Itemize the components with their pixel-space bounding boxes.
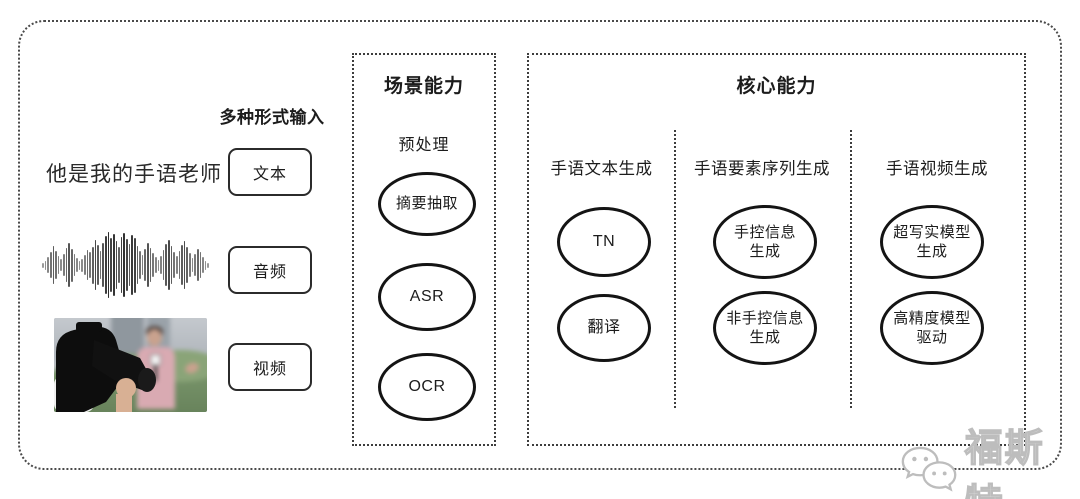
node-label: 高精度模型: [893, 309, 971, 327]
node-label: 生成: [749, 243, 781, 260]
input-type-label: 文本: [252, 166, 287, 183]
column-header-element-sequence-generation: 手语要素序列生成: [694, 160, 830, 178]
watermark-brand-text: 福斯特: [964, 427, 1045, 499]
node-hyperrealistic-model-generation: 超写实模型 生成: [880, 205, 984, 279]
camera-silhouette-icon: [54, 322, 156, 412]
node-manual-info-generation: 手控信息 生成: [713, 205, 817, 279]
node-label: TN: [592, 232, 616, 250]
node-label: 生成: [916, 243, 948, 260]
node-label: 翻译: [587, 318, 621, 336]
core-capability-box: 核心能力 手语文本生成 手语要素序列生成 手语视频生成 TN 翻译 手控信息 生…: [527, 53, 1026, 446]
node-translation: 翻译: [557, 294, 651, 362]
input-section-label: 多种形式输入: [219, 108, 325, 127]
node-asr: ASR: [378, 263, 476, 331]
audio-waveform-icon: [42, 230, 210, 300]
video-frame-image: [54, 318, 207, 412]
node-label: 摘要抽取: [395, 195, 458, 213]
core-box-title: 核心能力: [736, 76, 817, 97]
wechat-chat-bubbles-icon: [901, 446, 957, 492]
column-header-text-generation: 手语文本生成: [550, 160, 653, 178]
node-high-precision-model-driving: 高精度模型 驱动: [880, 291, 984, 365]
input-type-box-text: 文本: [228, 148, 312, 196]
node-label: 非手控信息: [726, 309, 804, 327]
node-tn: TN: [557, 207, 651, 277]
input-type-label: 音频: [252, 264, 287, 281]
sample-sentence-text: 他是我的手语老师: [46, 163, 222, 186]
input-type-label: 视频: [252, 361, 287, 378]
node-label: 驱动: [916, 329, 948, 346]
node-label: 超写实模型: [893, 223, 971, 241]
node-label: 生成: [749, 329, 781, 346]
node-non-manual-info-generation: 非手控信息 生成: [713, 291, 817, 365]
column-divider: [674, 130, 676, 408]
column-divider: [850, 130, 852, 408]
node-label: OCR: [408, 377, 446, 395]
outer-dotted-frame: [18, 20, 1062, 470]
column-header-video-generation: 手语视频生成: [886, 160, 988, 178]
node-label: ASR: [409, 287, 445, 305]
scene-capability-box: 场景能力 预处理 摘要抽取 ASR OCR: [352, 53, 496, 446]
input-type-box-video: 视频: [228, 343, 312, 391]
node-summary-extraction: 摘要抽取: [378, 172, 476, 236]
input-type-box-audio: 音频: [228, 246, 312, 294]
watermark: 福斯特: [899, 417, 1080, 499]
node-ocr: OCR: [378, 353, 476, 421]
scene-box-title: 场景能力: [383, 76, 464, 97]
preprocess-label: 预处理: [398, 137, 450, 154]
node-label: 手控信息: [733, 223, 796, 241]
